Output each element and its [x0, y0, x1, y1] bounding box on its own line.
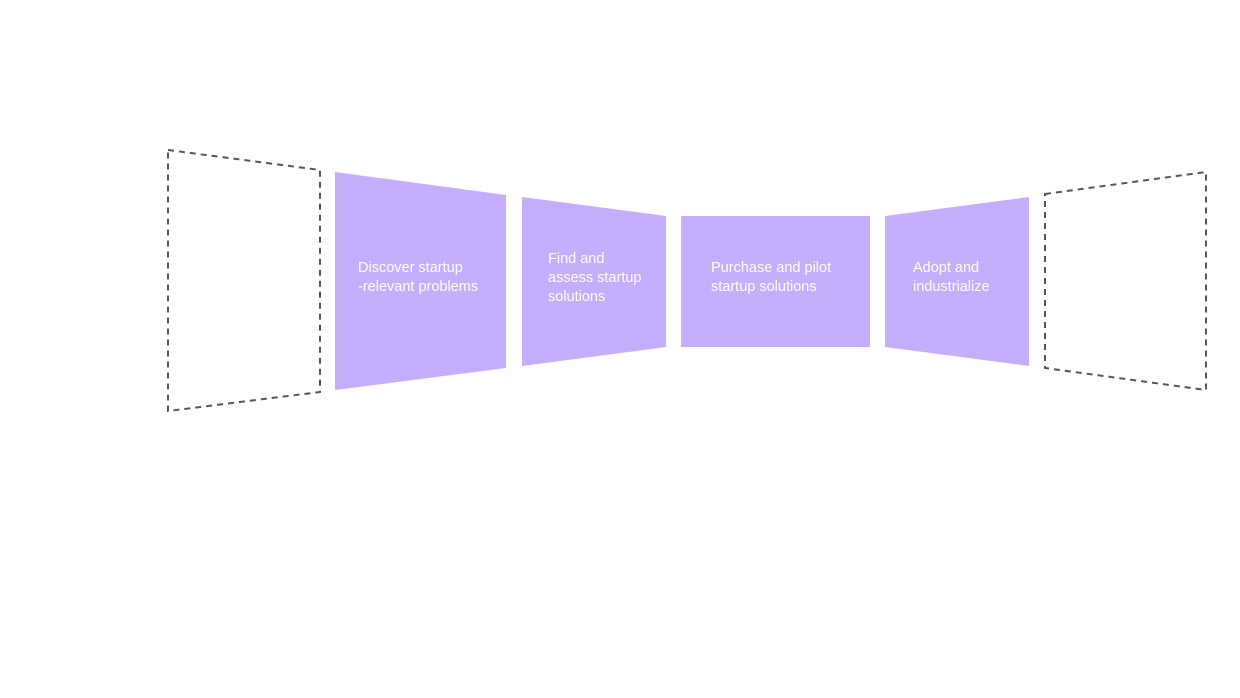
stage-label-find: Find and assess startup solutions: [548, 251, 642, 305]
stage-label-adopt: Adopt and industrialize: [913, 260, 990, 295]
placeholder-stage-right: [1044, 170, 1207, 392]
stage-shape-purchase: [681, 216, 870, 347]
stage-shape-adopt: [885, 197, 1029, 366]
stage-label-purchase: Purchase and pilot startup solutions: [711, 260, 832, 295]
stage-shape-discover: [335, 172, 506, 390]
stage-shape-find: [522, 197, 666, 366]
placeholder-stage-left: [167, 148, 321, 413]
stage-label-discover: Discover startup -relevant problems: [358, 260, 479, 295]
